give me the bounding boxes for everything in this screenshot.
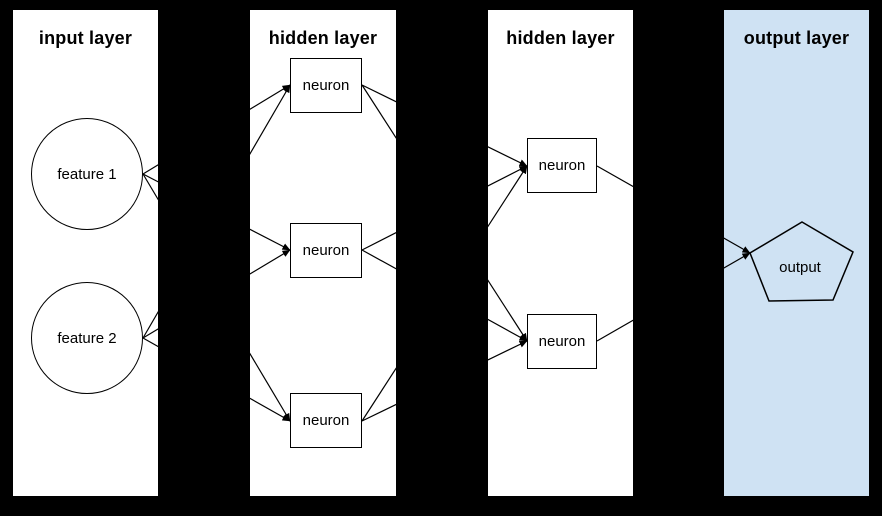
node-feature-1: feature 1 bbox=[31, 118, 143, 230]
layer-title-hidden-2: hidden layer bbox=[506, 28, 615, 48]
layer-title-hidden-1: hidden layer bbox=[268, 28, 378, 48]
node-hidden1-neuron-2: neuron bbox=[290, 223, 362, 278]
node-feature-2: feature 2 bbox=[31, 282, 143, 394]
node-hidden2-neuron-2-label: neuron bbox=[538, 333, 586, 350]
layer-column-hidden-2: hidden layer bbox=[488, 10, 633, 496]
node-feature-2-label: feature 2 bbox=[57, 329, 117, 347]
node-hidden1-neuron-1-label: neuron bbox=[302, 77, 350, 94]
node-output-pentagon bbox=[749, 221, 854, 302]
layer-title-input: input layer bbox=[38, 28, 133, 48]
node-hidden1-neuron-3-label: neuron bbox=[302, 412, 350, 429]
node-hidden2-neuron-2: neuron bbox=[527, 314, 597, 369]
node-feature-1-label: feature 1 bbox=[57, 165, 117, 183]
layer-title-output: output layer bbox=[743, 28, 850, 48]
node-hidden1-neuron-1: neuron bbox=[290, 58, 362, 113]
node-output-label: output bbox=[779, 259, 821, 276]
node-hidden1-neuron-2-label: neuron bbox=[302, 242, 350, 259]
layer-column-input: input layer bbox=[13, 10, 158, 496]
node-hidden2-neuron-1: neuron bbox=[527, 138, 597, 193]
node-hidden1-neuron-3: neuron bbox=[290, 393, 362, 448]
node-hidden2-neuron-1-label: neuron bbox=[538, 157, 586, 174]
